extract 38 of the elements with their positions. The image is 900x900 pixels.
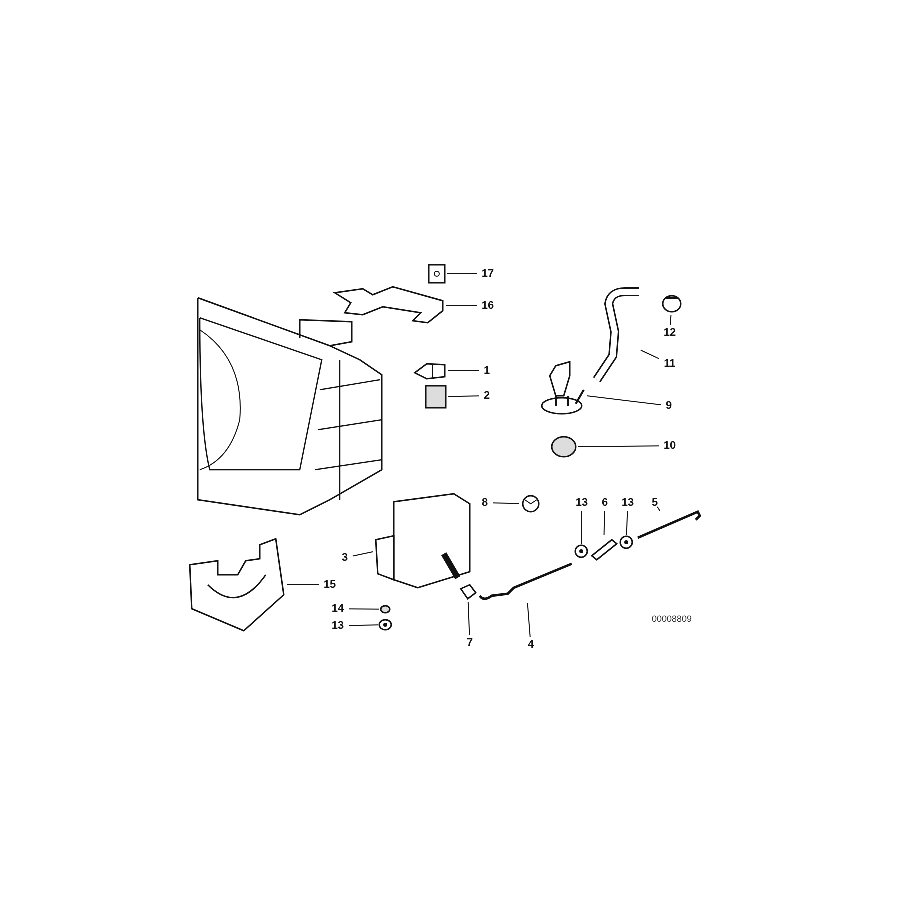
leader-line bbox=[348, 608, 380, 610]
callout-number: 10 bbox=[660, 439, 680, 453]
leader-line bbox=[527, 602, 531, 638]
callout-number: 1 bbox=[480, 364, 494, 378]
leader-line bbox=[348, 624, 378, 626]
leader-line bbox=[448, 396, 480, 398]
callout-number: 17 bbox=[478, 267, 498, 281]
leader-line bbox=[578, 446, 660, 448]
callout-number: 14 bbox=[328, 602, 348, 616]
leader-line bbox=[446, 305, 478, 306]
callout-number: 4 bbox=[524, 638, 538, 652]
callout-number: 11 bbox=[660, 357, 680, 371]
callout-number: 13 bbox=[572, 496, 592, 510]
leader-line bbox=[581, 510, 582, 544]
leader-line bbox=[468, 602, 470, 636]
leader-line bbox=[604, 510, 606, 536]
callout-number: 15 bbox=[320, 578, 340, 592]
leader-line bbox=[286, 584, 320, 586]
leader-line bbox=[492, 502, 520, 504]
leader-line bbox=[657, 506, 661, 512]
leader-line bbox=[448, 370, 480, 372]
callout-number: 13 bbox=[328, 619, 348, 633]
leader-line bbox=[586, 395, 662, 406]
callout-number: 5 bbox=[648, 496, 662, 510]
leader-line bbox=[352, 551, 374, 557]
callout-number: 12 bbox=[660, 326, 680, 340]
leader-line bbox=[640, 350, 660, 360]
callout-number: 9 bbox=[662, 399, 676, 413]
drawing-number: 00008809 bbox=[652, 614, 692, 624]
callout-number: 13 bbox=[618, 496, 638, 510]
callout-number: 6 bbox=[598, 496, 612, 510]
callout-number: 7 bbox=[463, 636, 477, 650]
callout-number: 16 bbox=[478, 299, 498, 313]
callout-number: 8 bbox=[478, 496, 492, 510]
leader-line bbox=[626, 510, 628, 536]
leader-line bbox=[670, 314, 672, 326]
callout-number: 3 bbox=[338, 551, 352, 565]
callout-number: 2 bbox=[480, 389, 494, 403]
